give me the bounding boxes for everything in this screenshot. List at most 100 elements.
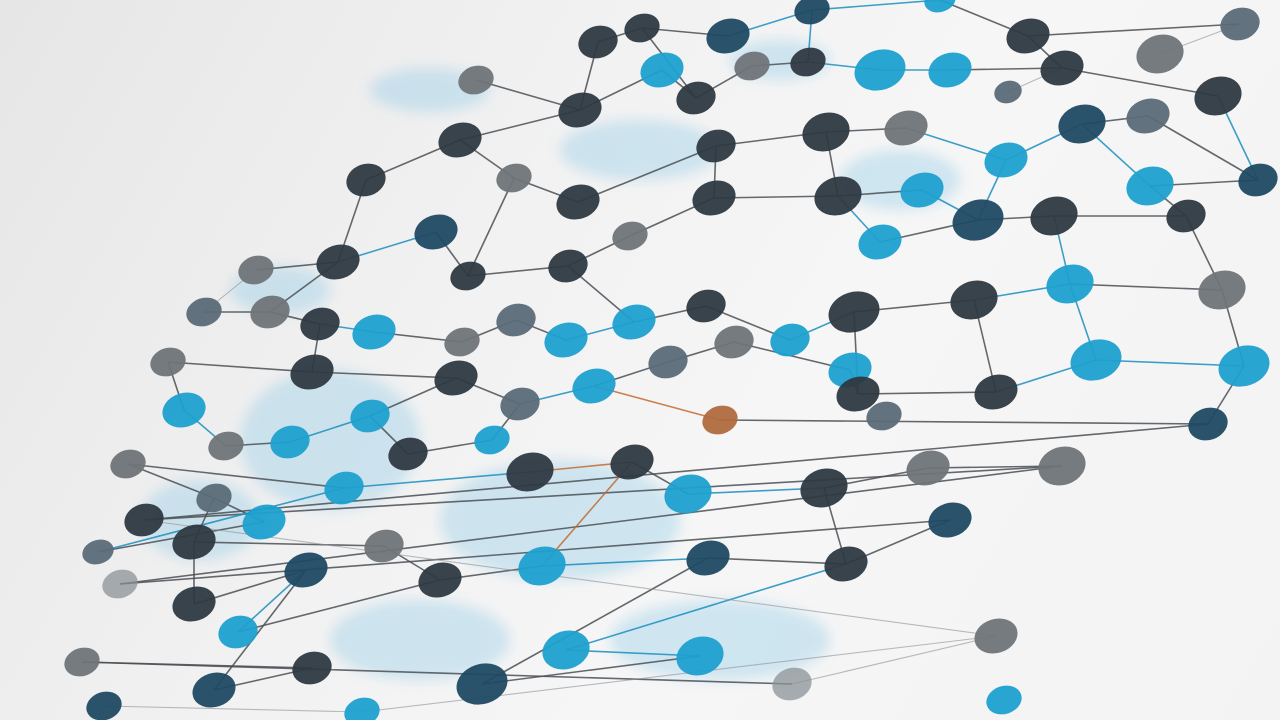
network-node (284, 552, 328, 588)
network-link (143, 423, 1209, 521)
network-link (541, 557, 709, 567)
network-node (444, 327, 480, 357)
network-node (610, 444, 654, 480)
network-node (1030, 196, 1078, 236)
network-node (238, 255, 274, 285)
network-node (346, 163, 386, 197)
network-node (542, 630, 590, 670)
network-node (676, 636, 724, 676)
network-node (884, 110, 928, 146)
network-node (110, 449, 146, 479)
network-link (565, 563, 847, 651)
network-node (696, 129, 736, 163)
network-node (506, 452, 554, 492)
network-node (928, 502, 972, 538)
network-node (172, 524, 216, 560)
network-node (556, 184, 600, 220)
network-node (1198, 270, 1246, 310)
network-node (974, 618, 1018, 654)
network-node (800, 468, 848, 508)
network-node (364, 529, 404, 563)
network-node (702, 405, 738, 435)
network-node (624, 13, 660, 43)
network-node (82, 539, 114, 565)
network-node (500, 387, 540, 421)
network-node (496, 163, 532, 193)
network-node (1058, 104, 1106, 144)
network-link (719, 419, 1209, 425)
network-node (612, 221, 648, 251)
network-link (1061, 67, 1219, 97)
network-node (250, 295, 290, 329)
network-node (648, 345, 688, 379)
network-node (270, 425, 310, 459)
network-node (418, 562, 462, 598)
network-node (64, 647, 100, 677)
network-node (1238, 163, 1278, 197)
watercolor-blotch (440, 460, 680, 580)
network-node (1218, 345, 1270, 387)
network-node (928, 52, 972, 88)
watercolor-blotch (330, 600, 510, 680)
network-node (578, 25, 618, 59)
network-node (458, 65, 494, 95)
network-node (572, 368, 616, 404)
network-node (1220, 7, 1260, 41)
network-node (986, 685, 1022, 715)
network-link (467, 177, 515, 277)
network-node (994, 80, 1022, 104)
network-node (828, 291, 880, 333)
network-node (1194, 76, 1242, 116)
network-link (791, 635, 997, 685)
network-link (857, 391, 997, 395)
network-node (316, 244, 360, 280)
network-link (343, 471, 531, 489)
network-node (866, 401, 902, 431)
network-link (1027, 23, 1241, 37)
network-node (192, 672, 236, 708)
network-node (86, 691, 122, 720)
network-node (854, 49, 906, 91)
network-node (434, 360, 478, 396)
network-link (811, 0, 941, 11)
network-node (242, 504, 286, 540)
network-node (162, 392, 206, 428)
network-link (541, 461, 633, 567)
network-link (1147, 115, 1259, 181)
network-link (127, 463, 345, 489)
network-node (714, 325, 754, 359)
network-node (814, 176, 862, 216)
network-link (167, 361, 313, 373)
network-node (544, 322, 588, 358)
network-node (770, 323, 810, 357)
network-node (612, 304, 656, 340)
network-node (858, 224, 902, 260)
network-node (950, 280, 998, 320)
network-link (481, 557, 709, 685)
network-node (518, 546, 566, 586)
network-node (208, 431, 244, 461)
network-node (924, 0, 956, 13)
network-node (414, 214, 458, 250)
network-node (1166, 199, 1206, 233)
network-node (664, 474, 712, 514)
network-node (790, 47, 826, 77)
network-node (794, 0, 830, 25)
network-node (388, 437, 428, 471)
network-link (707, 557, 847, 565)
network-node (906, 450, 950, 486)
network-node (438, 122, 482, 158)
network-node (474, 425, 510, 455)
network-node (496, 303, 536, 337)
network-node (1046, 264, 1094, 304)
network-node (1040, 50, 1084, 86)
network-node (984, 142, 1028, 178)
network-node (676, 81, 716, 115)
network-node (186, 297, 222, 327)
network-node (900, 172, 944, 208)
network-node (802, 112, 850, 152)
network-nodes (64, 0, 1278, 720)
network-node (640, 52, 684, 88)
